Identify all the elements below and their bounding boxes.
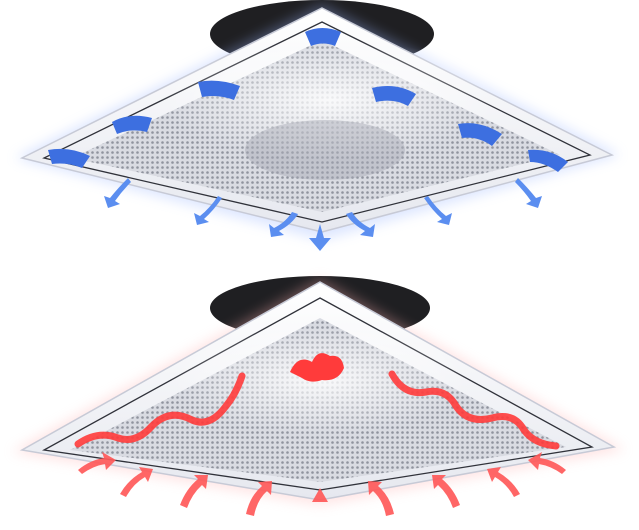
cooling-cassette-panel (15, 0, 620, 251)
heating-cassette-panel (12, 276, 625, 528)
cool-arrow-7 (515, 178, 542, 208)
vane-top (305, 28, 341, 46)
grille-center-disc (245, 120, 405, 180)
